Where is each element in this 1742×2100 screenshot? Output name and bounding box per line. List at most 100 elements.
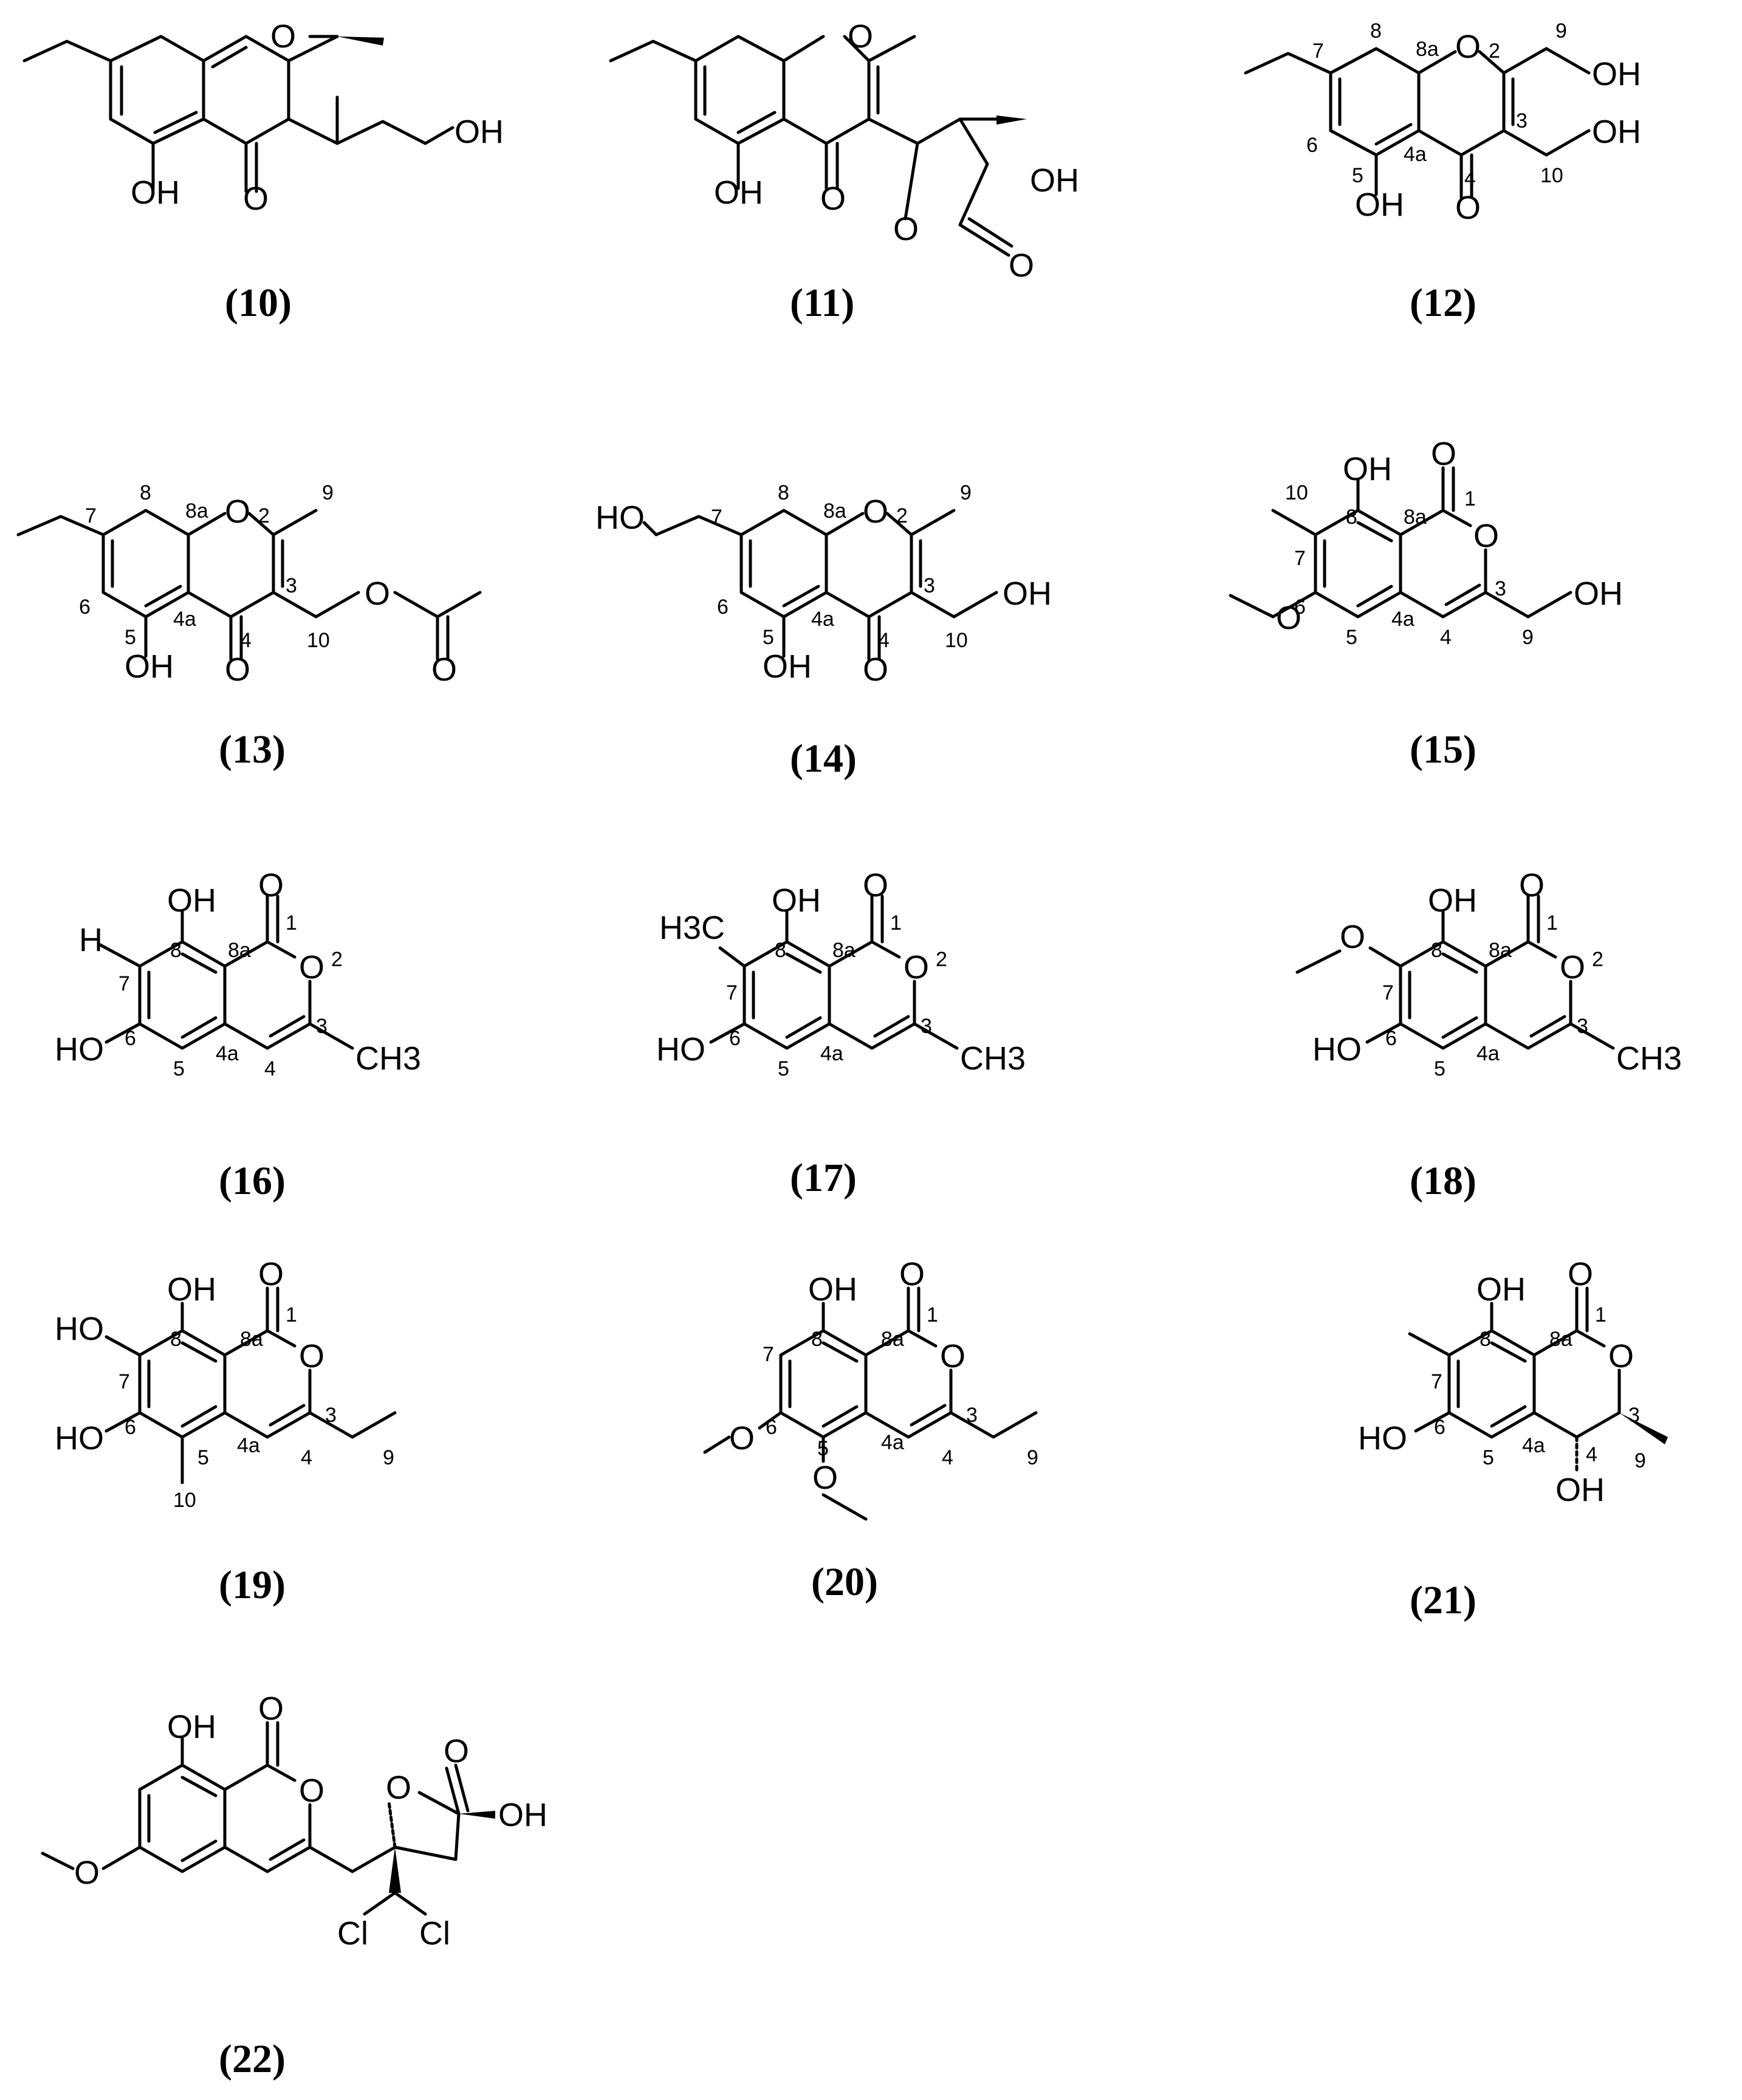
- locant: 5: [817, 1437, 829, 1460]
- atom-label: O: [258, 1690, 284, 1727]
- atom-label: O: [270, 18, 296, 55]
- atom-label: HO: [595, 499, 645, 536]
- atom-label: O: [299, 949, 324, 986]
- atom-label: OH: [1355, 187, 1404, 223]
- atom-label: OH: [167, 882, 216, 919]
- atom-label: OH: [1343, 451, 1392, 487]
- locant: 3: [924, 574, 935, 597]
- atom-label: O: [820, 180, 846, 217]
- atom-label: O: [1519, 867, 1545, 904]
- locant: 9: [322, 481, 334, 504]
- locant: 3: [1628, 1404, 1640, 1427]
- atom-label: HO: [55, 1420, 104, 1457]
- locant: 3: [316, 1015, 327, 1038]
- atom-label: O: [258, 867, 284, 904]
- locant: 5: [1483, 1446, 1494, 1469]
- locant: 2: [331, 948, 343, 971]
- locant: 8a: [185, 499, 208, 523]
- locant: 4: [264, 1057, 276, 1080]
- atom-label: O: [899, 1256, 925, 1292]
- atom-label: OH: [1555, 1472, 1605, 1508]
- locant: 8: [140, 481, 151, 504]
- compound-label: (22): [219, 2037, 286, 2081]
- locant: 3: [1516, 109, 1528, 132]
- atom-label: OH: [1476, 1271, 1526, 1308]
- atom-label: O: [863, 867, 888, 904]
- locant: 3: [921, 1015, 932, 1038]
- locant: 4: [942, 1446, 953, 1469]
- atom-label: OH: [131, 174, 180, 211]
- compound-11: OH O O O O OH (11): [609, 18, 1079, 325]
- locant: 4a: [173, 608, 196, 631]
- locant: 2: [1592, 948, 1603, 971]
- locant: 8a: [1549, 1328, 1572, 1351]
- compound-19: OH O HO O HO 8 8a 1 7 6 5 4a 4 3 9 10 (1…: [55, 1256, 397, 1607]
- compound-label: (16): [219, 1159, 286, 1203]
- atom-label: OH: [772, 882, 821, 919]
- atom-label: O: [1455, 29, 1481, 65]
- atom-label: OH: [125, 648, 174, 685]
- locant: 8: [1346, 506, 1357, 529]
- atom-label: O: [243, 180, 269, 217]
- atom-label: OH: [454, 114, 504, 150]
- locant: 8: [775, 939, 786, 962]
- atom-label: HO: [1312, 1031, 1362, 1068]
- locant: 8a: [823, 499, 846, 523]
- locant: 5: [173, 1057, 185, 1080]
- locant: 4: [1586, 1443, 1597, 1466]
- locant: 9: [1634, 1449, 1646, 1472]
- locant: 8: [1431, 939, 1442, 962]
- locant: 7: [118, 1370, 130, 1393]
- locant: 8a: [1404, 506, 1427, 529]
- compound-label: (17): [790, 1156, 857, 1200]
- atom-label: OH: [1030, 162, 1079, 199]
- atom-label: HO: [55, 1311, 104, 1347]
- locant: 8: [1480, 1328, 1491, 1351]
- compound-label: (14): [790, 736, 857, 781]
- locant: 6: [1434, 1416, 1445, 1439]
- locant: 4a: [1404, 143, 1427, 166]
- atom-label: O: [893, 211, 919, 247]
- locant: 2: [1489, 39, 1500, 63]
- locant: 6: [125, 1027, 136, 1050]
- locant: 9: [960, 481, 972, 504]
- locant: 8: [170, 1328, 182, 1351]
- compound-label: (19): [219, 1563, 286, 1607]
- locant: 3: [286, 574, 297, 597]
- locant: 4a: [237, 1434, 260, 1457]
- locant: 10: [945, 629, 968, 652]
- atom-label: O: [74, 1855, 100, 1891]
- locant: 8a: [240, 1328, 263, 1351]
- compound-21: OH O O HO OH 8 8a 1 7 6 5 4a 4 3 9 (21): [1358, 1256, 1668, 1622]
- locant: 2: [258, 504, 270, 527]
- atom-label: Cl: [337, 1915, 368, 1952]
- atom-label: OH: [167, 1271, 216, 1308]
- atom-label: OH: [714, 174, 763, 211]
- locant: 4a: [811, 608, 834, 631]
- compound-label: (15): [1410, 727, 1476, 772]
- atom-label: O: [258, 1256, 284, 1292]
- locant: 4: [240, 629, 252, 652]
- locant: 8a: [228, 939, 251, 962]
- atom-label: O: [1608, 1338, 1634, 1374]
- atom-label: OH: [1574, 575, 1623, 612]
- locant: 4: [1464, 167, 1476, 190]
- atom-label: H: [79, 922, 103, 958]
- atom-label: OH: [808, 1271, 857, 1308]
- locant: 8a: [1489, 939, 1512, 962]
- locant: 4a: [1391, 608, 1415, 631]
- locant: 5: [125, 626, 136, 649]
- atom-label: O: [1276, 600, 1301, 636]
- locant: 1: [1546, 911, 1558, 935]
- compound-label: (12): [1410, 281, 1476, 325]
- compound-12: O OH OH O OH 8 8a 2 9 7 6 5 4a 4 3 10 (1…: [1244, 19, 1641, 325]
- atom-label: O: [863, 651, 888, 688]
- atom-label: OH: [167, 1709, 216, 1745]
- atom-label: OH: [1003, 575, 1052, 612]
- locant: 1: [1595, 1303, 1607, 1326]
- locant: 1: [286, 911, 297, 935]
- locant: 2: [896, 504, 908, 527]
- compound-20: OH O O O O 8 8a 1 7 6 5 4a 4 3 9 (20): [703, 1256, 1038, 1604]
- locant: 1: [286, 1303, 297, 1326]
